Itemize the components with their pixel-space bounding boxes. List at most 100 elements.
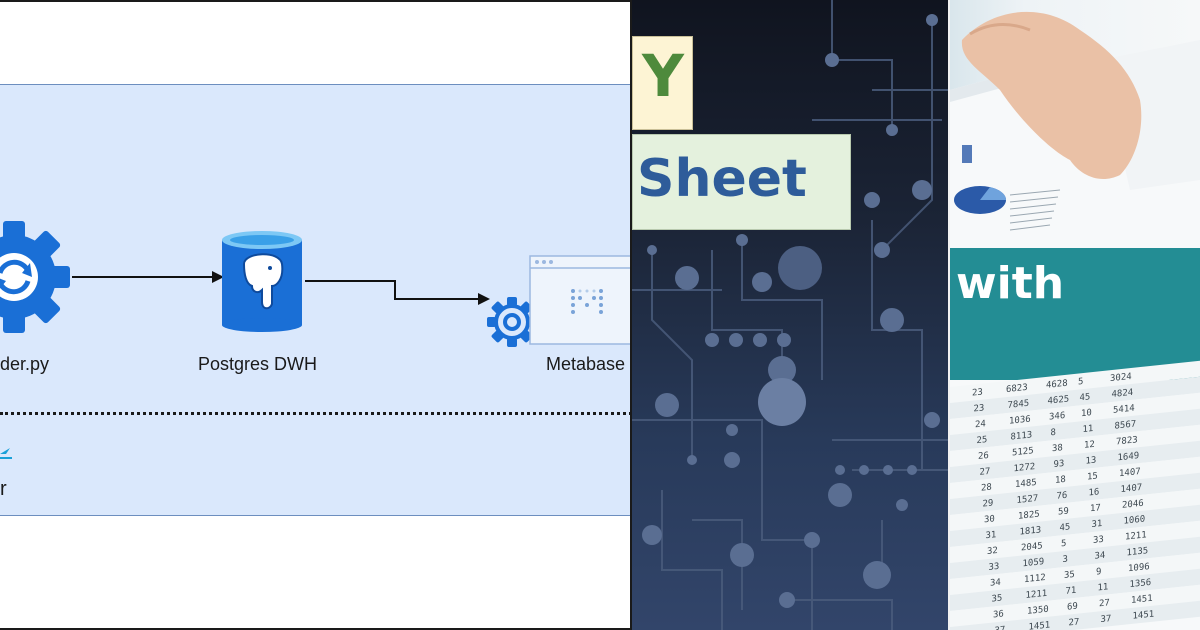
circuit-background [632,0,950,630]
table-cell: 1059 [1023,557,1045,569]
table-cell: 12 [1084,440,1095,451]
table-cell: 30 [984,514,995,525]
table-row-stripe [950,488,1200,531]
table-cell: 31 [1092,519,1103,530]
cover-title-line1: Y [632,36,693,130]
diagram-group-container [0,84,630,516]
architecture-diagram-panel: der.py Postgres DWH Metabase r [0,0,632,630]
table-row-stripe [950,504,1200,547]
table-cell: 1272 [1014,462,1036,474]
table-cell: 1350 [1027,605,1049,617]
table-row-stripe [950,408,1200,451]
table-cell: 1135 [1127,546,1149,558]
table-cell: 4824 [1112,388,1134,400]
table-cell: 23 [972,388,983,399]
table-cell: 1060 [1124,515,1146,527]
table-cell: 24 [975,419,986,430]
table-cell: 26 [978,451,989,462]
table-cell: 16 [1089,487,1100,498]
table-cell: 5 [1078,377,1083,388]
table-cell: 7845 [1008,399,1030,411]
table-cell: 33 [1093,535,1104,546]
cover-title-line2: Sheet [632,134,851,230]
panel-separator [948,0,951,630]
table-cell: 1485 [1015,478,1037,490]
table-cell: 45 [1080,392,1091,403]
table-row-stripe [950,600,1200,630]
table-cell: 23 [974,403,985,414]
table-cell: 45 [1060,522,1071,533]
cover-banner-text: with [956,258,1065,309]
table-cell: 1211 [1026,589,1048,601]
table-cell: 5 [1061,539,1066,550]
table-cell: 93 [1054,459,1065,470]
table-cell: 18 [1055,475,1066,486]
table-cell: 6823 [1006,383,1028,395]
table-cell: 35 [1064,570,1075,581]
table-cell: 27 [980,467,991,478]
gear-sync-icon [0,221,70,333]
table-row-stripe [950,536,1200,579]
table-cell: 4625 [1048,394,1070,406]
node-label-metabase: Metabase [546,354,626,374]
spreadsheet-photo-panel: with 23 6823 4628 5 3024 23 7845 4625 45 4824 24 10… [950,0,1200,630]
diagram-canvas [0,221,630,459]
flow-arrow-dwh-to-metabase [305,280,490,305]
table-row-stripe [950,472,1200,515]
table-row-stripe [950,552,1200,595]
node-label-partial: r [0,478,7,500]
table-cell: 28 [981,483,992,494]
table-cell: 10 [1081,408,1092,419]
table-cell: 25 [977,435,988,446]
table-cell: 3 [1063,555,1068,566]
table-row-stripe [950,456,1200,499]
table-cell: 7823 [1116,435,1138,447]
table-cell: 31 [986,530,997,541]
cover-banner: with [950,248,1200,380]
table-cell: 11 [1083,424,1094,435]
table-cell: 38 [1052,443,1063,454]
table-cell: 8 [1051,428,1056,439]
cover-title-line2-text: Sheet [637,149,807,209]
postgres-elephant-icon [222,231,302,332]
table-cell: 1036 [1009,415,1031,427]
table-cell: 1451 [1133,610,1155,622]
table-cell: 69 [1067,602,1078,613]
table-row-stripe [950,360,1200,403]
table-cell: 1649 [1118,451,1140,463]
dotted-divider [0,412,630,415]
table-cell: 3024 [1110,372,1132,384]
table-row-stripe [950,440,1200,483]
table-cell: 1407 [1121,483,1143,495]
pinwheel-icon [0,448,12,459]
node-label-postgres-dwh: Postgres DWH [198,354,318,374]
table-cell: 4628 [1046,379,1068,391]
table-cell: 5414 [1113,404,1135,416]
table-cell: 33 [989,562,1000,573]
table-cell: 1112 [1024,573,1046,585]
table-cell: 2046 [1122,499,1144,511]
table-cell: 36 [993,609,1004,620]
table-cell: 27 [1099,598,1110,609]
table-cell: 34 [1095,551,1106,562]
flow-arrow-loader-to-dwh [72,271,224,283]
table-row-stripe [950,584,1200,627]
table-cell: 15 [1087,471,1098,482]
table-cell: 9 [1096,567,1101,578]
table-cell: 1813 [1020,525,1042,537]
circuit-cover-panel: Y Sheet [632,0,950,630]
table-row-stripe [950,392,1200,435]
metabase-icon [529,255,630,345]
table-cell: 29 [983,498,994,509]
table-cell: 11 [1098,582,1109,593]
table-cell: 35 [992,594,1003,605]
table-cell: 1407 [1119,467,1141,479]
table-cell: 1825 [1018,510,1040,522]
cover-title-line1-text: Y [642,42,684,110]
table-cell: 27 [1069,617,1080,628]
table-cell: 8567 [1115,419,1137,431]
table-cell: 37 [995,625,1006,630]
table-row-stripe [950,376,1200,419]
table-cell: 1527 [1017,494,1039,506]
